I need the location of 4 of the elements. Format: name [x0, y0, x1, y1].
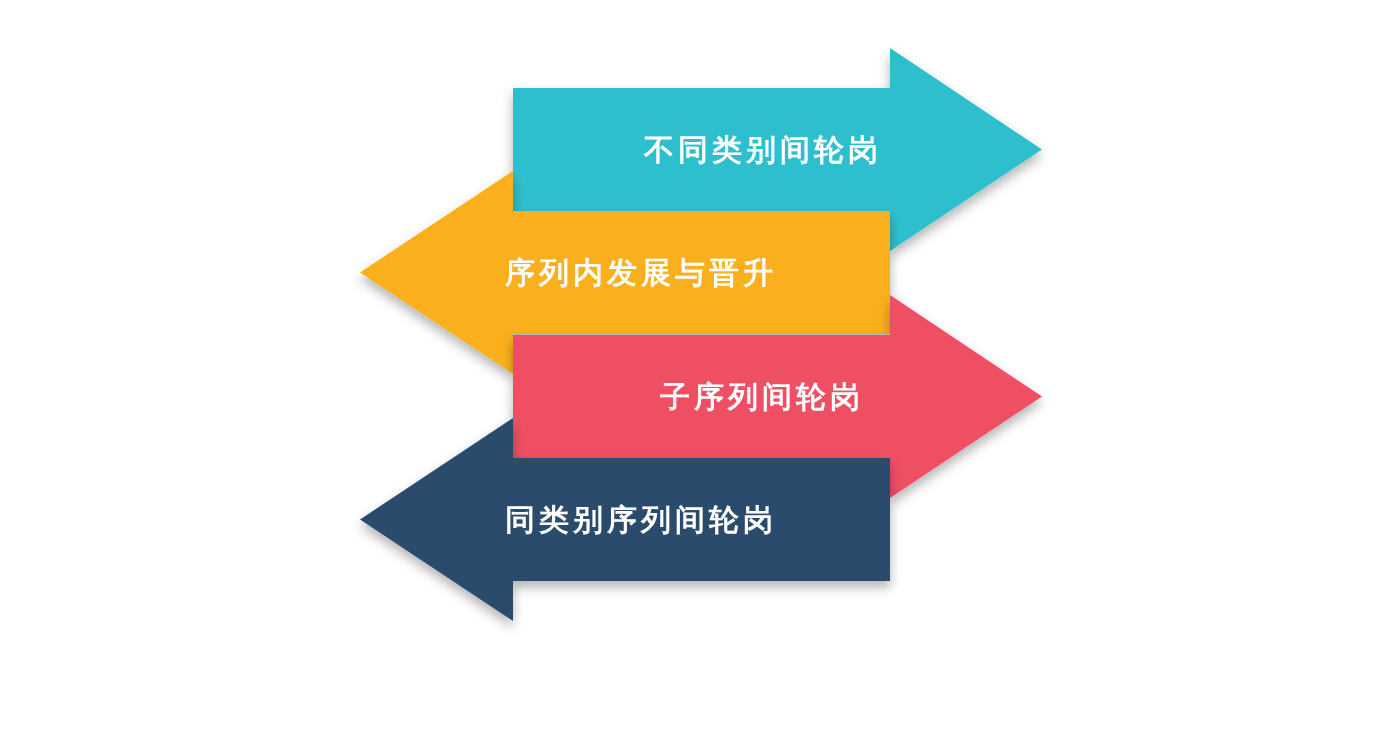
arrow-label: 同类别序列间轮岗: [505, 501, 777, 538]
arrow-label: 序列内发展与晋升: [505, 254, 777, 291]
arrow-label: 不同类别间轮岗: [644, 131, 882, 168]
arrow-label: 子序列间轮岗: [660, 378, 864, 415]
